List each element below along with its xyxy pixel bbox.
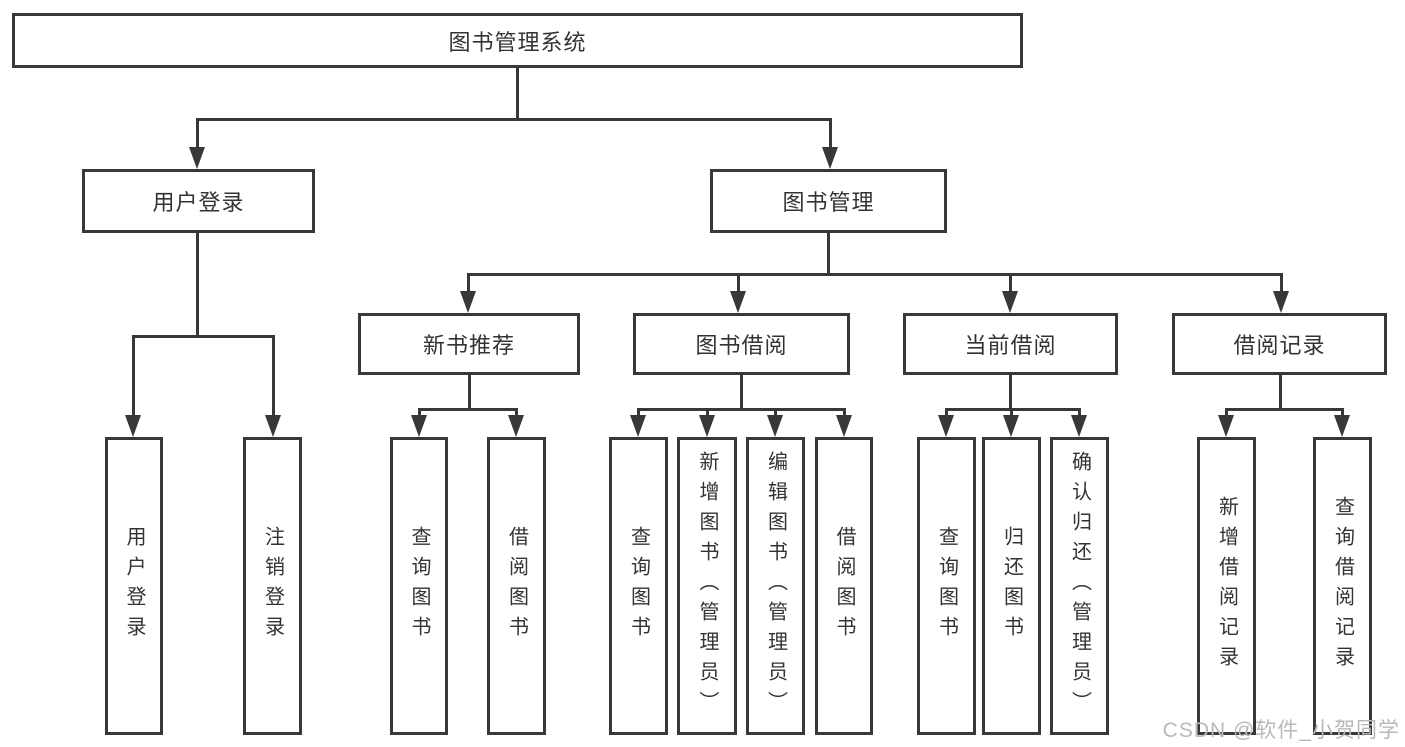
arrow-down-icon bbox=[938, 415, 954, 437]
connector-line bbox=[1009, 375, 1012, 408]
connector-line bbox=[1279, 375, 1282, 408]
arrow-down-icon bbox=[730, 291, 746, 313]
connector-line bbox=[418, 408, 518, 411]
connector-line bbox=[1009, 273, 1012, 295]
arrow-down-icon bbox=[699, 415, 715, 437]
arrow-down-icon bbox=[836, 415, 852, 437]
connector-line bbox=[706, 408, 709, 418]
connector-line bbox=[1225, 408, 1228, 418]
arrow-down-icon bbox=[630, 415, 646, 437]
node-label: 确认归还（管理员） bbox=[1068, 451, 1091, 721]
connector-line bbox=[468, 375, 471, 408]
node-label: 借阅图书 bbox=[833, 526, 855, 646]
node-label: 图书借阅 bbox=[695, 333, 788, 358]
node-label: 图书管理系统 bbox=[448, 29, 587, 55]
connector-line bbox=[132, 335, 135, 417]
connector-line bbox=[515, 408, 518, 418]
connector-line bbox=[737, 273, 740, 295]
leaf-add-books-admin: 新增图书（管理员） bbox=[677, 437, 737, 735]
leaf-query-books-borrow: 查询图书 bbox=[609, 437, 668, 735]
connector-line bbox=[418, 408, 421, 418]
arrow-down-icon bbox=[411, 415, 427, 437]
connector-line bbox=[843, 408, 846, 418]
arrow-down-icon bbox=[1071, 415, 1087, 437]
leaf-user-login: 用户登录 bbox=[105, 437, 163, 735]
node-current-borrow: 当前借阅 bbox=[903, 313, 1118, 375]
node-label: 查询图书 bbox=[935, 526, 958, 646]
connector-line bbox=[1280, 273, 1283, 295]
connector-line bbox=[945, 408, 1081, 411]
connector-line bbox=[774, 408, 777, 418]
connector-line bbox=[467, 273, 1283, 276]
node-book-management: 图书管理 bbox=[710, 169, 947, 233]
leaf-query-books-recommend: 查询图书 bbox=[390, 437, 448, 735]
arrow-down-icon bbox=[767, 415, 783, 437]
node-label: 编辑图书（管理员） bbox=[764, 451, 787, 721]
arrow-down-icon bbox=[460, 291, 476, 313]
connector-line bbox=[637, 408, 846, 411]
connector-line bbox=[827, 233, 830, 273]
node-label: 新增借阅记录 bbox=[1215, 496, 1238, 676]
node-label: 查询图书 bbox=[408, 526, 430, 646]
node-label: 图书管理 bbox=[782, 190, 875, 215]
node-new-book-recommend: 新书推荐 bbox=[358, 313, 580, 375]
arrow-down-icon bbox=[822, 147, 838, 169]
arrow-down-icon bbox=[508, 415, 524, 437]
node-label: 注销登录 bbox=[261, 526, 284, 646]
leaf-borrow-books-recommend: 借阅图书 bbox=[487, 437, 546, 735]
arrow-down-icon bbox=[1334, 415, 1350, 437]
connector-line bbox=[1010, 408, 1013, 418]
node-label: 查询借阅记录 bbox=[1331, 496, 1354, 676]
connector-line bbox=[829, 118, 832, 150]
node-label: 当前借阅 bbox=[964, 333, 1057, 358]
node-label: 借阅图书 bbox=[505, 526, 528, 646]
node-borrow-records: 借阅记录 bbox=[1172, 313, 1387, 375]
arrow-down-icon bbox=[1003, 415, 1019, 437]
connector-line bbox=[1225, 408, 1344, 411]
leaf-query-borrow-record: 查询借阅记录 bbox=[1313, 437, 1372, 735]
node-label: 借阅记录 bbox=[1233, 333, 1326, 358]
arrow-down-icon bbox=[125, 415, 141, 437]
node-root-system: 图书管理系统 bbox=[12, 13, 1023, 68]
connector-line bbox=[1078, 408, 1081, 418]
leaf-return-books: 归还图书 bbox=[982, 437, 1041, 735]
connector-line bbox=[516, 68, 519, 118]
connector-line bbox=[740, 375, 743, 408]
node-book-borrow: 图书借阅 bbox=[633, 313, 850, 375]
leaf-query-books-current: 查询图书 bbox=[917, 437, 976, 735]
node-label: 用户登录 bbox=[152, 190, 245, 215]
arrow-down-icon bbox=[1273, 291, 1289, 313]
connector-line bbox=[196, 118, 199, 150]
leaf-logout: 注销登录 bbox=[243, 437, 302, 735]
arrow-down-icon bbox=[1218, 415, 1234, 437]
node-label: 归还图书 bbox=[1000, 526, 1023, 646]
node-label: 新增图书（管理员） bbox=[696, 451, 718, 721]
node-label: 新书推荐 bbox=[422, 333, 515, 358]
node-user-login: 用户登录 bbox=[82, 169, 315, 233]
csdn-watermark: CSDN @软件_小贺同学 bbox=[1162, 719, 1400, 742]
connector-line bbox=[196, 233, 199, 335]
connector-line bbox=[1341, 408, 1344, 418]
connector-line bbox=[467, 273, 470, 295]
arrow-down-icon bbox=[265, 415, 281, 437]
node-label: 用户登录 bbox=[123, 526, 145, 646]
connector-line bbox=[132, 335, 274, 338]
leaf-add-borrow-record: 新增借阅记录 bbox=[1197, 437, 1256, 735]
connector-line bbox=[637, 408, 640, 418]
connector-line bbox=[196, 118, 832, 121]
leaf-borrow-books: 借阅图书 bbox=[815, 437, 873, 735]
arrow-down-icon bbox=[189, 147, 205, 169]
leaf-edit-books-admin: 编辑图书（管理员） bbox=[746, 437, 805, 735]
leaf-confirm-return-admin: 确认归还（管理员） bbox=[1050, 437, 1109, 735]
arrow-down-icon bbox=[1002, 291, 1018, 313]
connector-line bbox=[272, 335, 275, 417]
node-label: 查询图书 bbox=[627, 526, 650, 646]
connector-line bbox=[945, 408, 948, 418]
